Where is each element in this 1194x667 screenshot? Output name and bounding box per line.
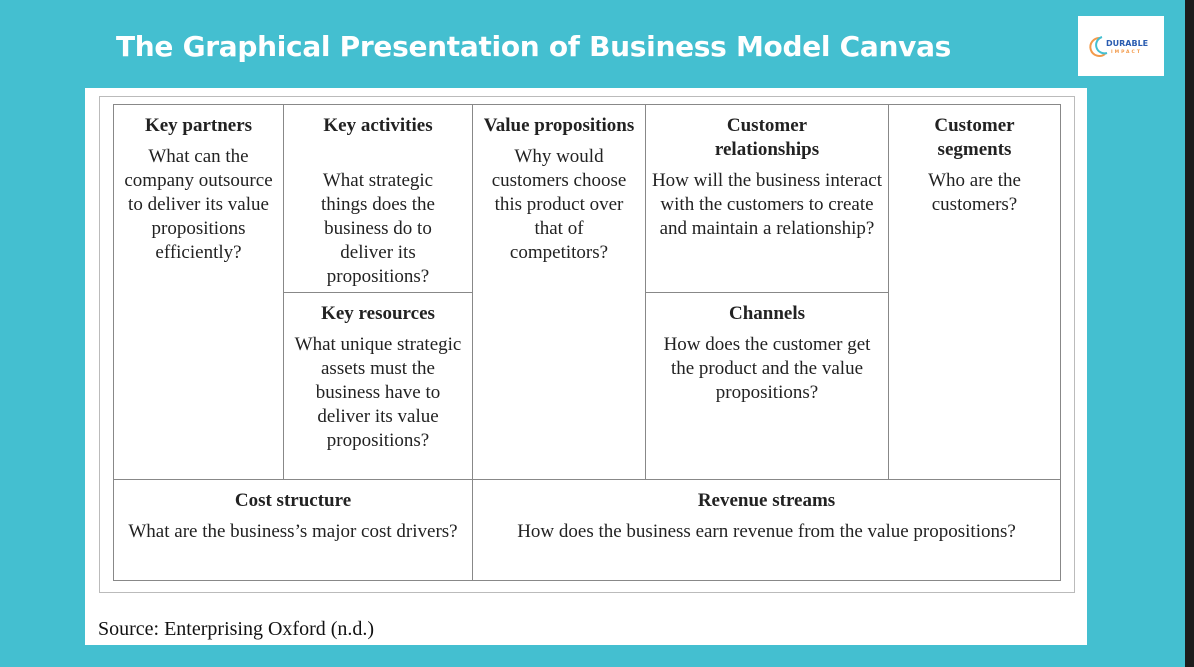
customer-relationships-body: How will the business interact with the …: [651, 170, 883, 239]
key-partners-cell: Key partners What can the company outsou…: [113, 104, 284, 480]
value-propositions-cell: Value propositions Why would customers c…: [472, 104, 646, 480]
key-resources-body: What unique strategic assets must the bu…: [294, 334, 462, 451]
channels-heading: Channels: [728, 303, 806, 324]
svg-text:DURABLE: DURABLE: [1106, 39, 1148, 48]
customer-relationships-heading: Customer relationships: [714, 115, 820, 160]
svg-text:IMPACT: IMPACT: [1111, 49, 1142, 55]
channels-body: How does the customer get the product an…: [663, 334, 871, 403]
key-resources-heading: Key resources: [321, 303, 435, 324]
key-activities-cell: Key activities What strategic things doe…: [283, 104, 473, 293]
slide-content-panel: [85, 88, 1087, 645]
source-citation: Source: Enterprising Oxford (n.d.): [98, 618, 375, 640]
window-edge: [1185, 0, 1194, 667]
key-partners-body: What can the company outsource to delive…: [124, 146, 273, 263]
cost-structure-cell: Cost structure What are the business’s m…: [113, 479, 473, 581]
key-partners-heading: Key partners: [144, 115, 253, 136]
value-propositions-body: Why would customers choose this product …: [491, 146, 627, 263]
canvas-frame: [99, 96, 1075, 593]
value-propositions-heading: Value propositions: [483, 115, 635, 136]
revenue-streams-body: How does the business earn revenue from …: [517, 521, 1016, 542]
key-activities-body: What strategic things does the business …: [321, 170, 435, 287]
revenue-streams-cell: Revenue streams How does the business ea…: [472, 479, 1061, 581]
key-resources-cell: Key resources What unique strategic asse…: [283, 292, 473, 480]
customer-segments-heading: Customer segments: [934, 115, 1015, 160]
customer-segments-cell: Customer segments Who are the customers?: [888, 104, 1061, 480]
cost-structure-heading: Cost structure: [234, 490, 352, 511]
slide-title: The Graphical Presentation of Business M…: [116, 30, 952, 63]
revenue-streams-heading: Revenue streams: [697, 490, 836, 511]
customer-relationships-cell: Customer relationships How will the busi…: [645, 104, 889, 293]
cost-structure-body: What are the business’s major cost drive…: [128, 521, 458, 542]
durable-impact-logo: DURABLE IMPACT: [1078, 16, 1164, 76]
channels-cell: Channels How does the customer get the p…: [645, 292, 889, 480]
customer-segments-body: Who are the customers?: [928, 170, 1021, 215]
key-activities-heading: Key activities: [323, 115, 433, 136]
